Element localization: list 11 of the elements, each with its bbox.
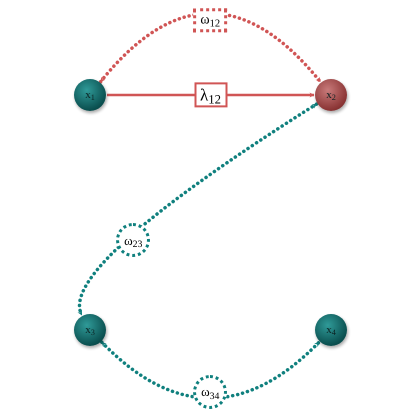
node-label: x$_{1}$ xyxy=(85,90,95,100)
node-label: x$_{4}$ xyxy=(326,324,336,336)
node-label: x$_{3}$ xyxy=(85,324,95,336)
edge-label: ω$_{34}$ xyxy=(193,375,228,409)
node-label: x$_{2}$ xyxy=(326,90,336,100)
arrow xyxy=(100,340,321,400)
arrow xyxy=(78,102,318,317)
edge-label: ω$_{23}$ xyxy=(116,223,150,258)
edge-label: λ$_{12}$ xyxy=(194,82,227,108)
arrow xyxy=(98,12,322,84)
edge-label: ω$_{12}$ xyxy=(193,8,228,32)
